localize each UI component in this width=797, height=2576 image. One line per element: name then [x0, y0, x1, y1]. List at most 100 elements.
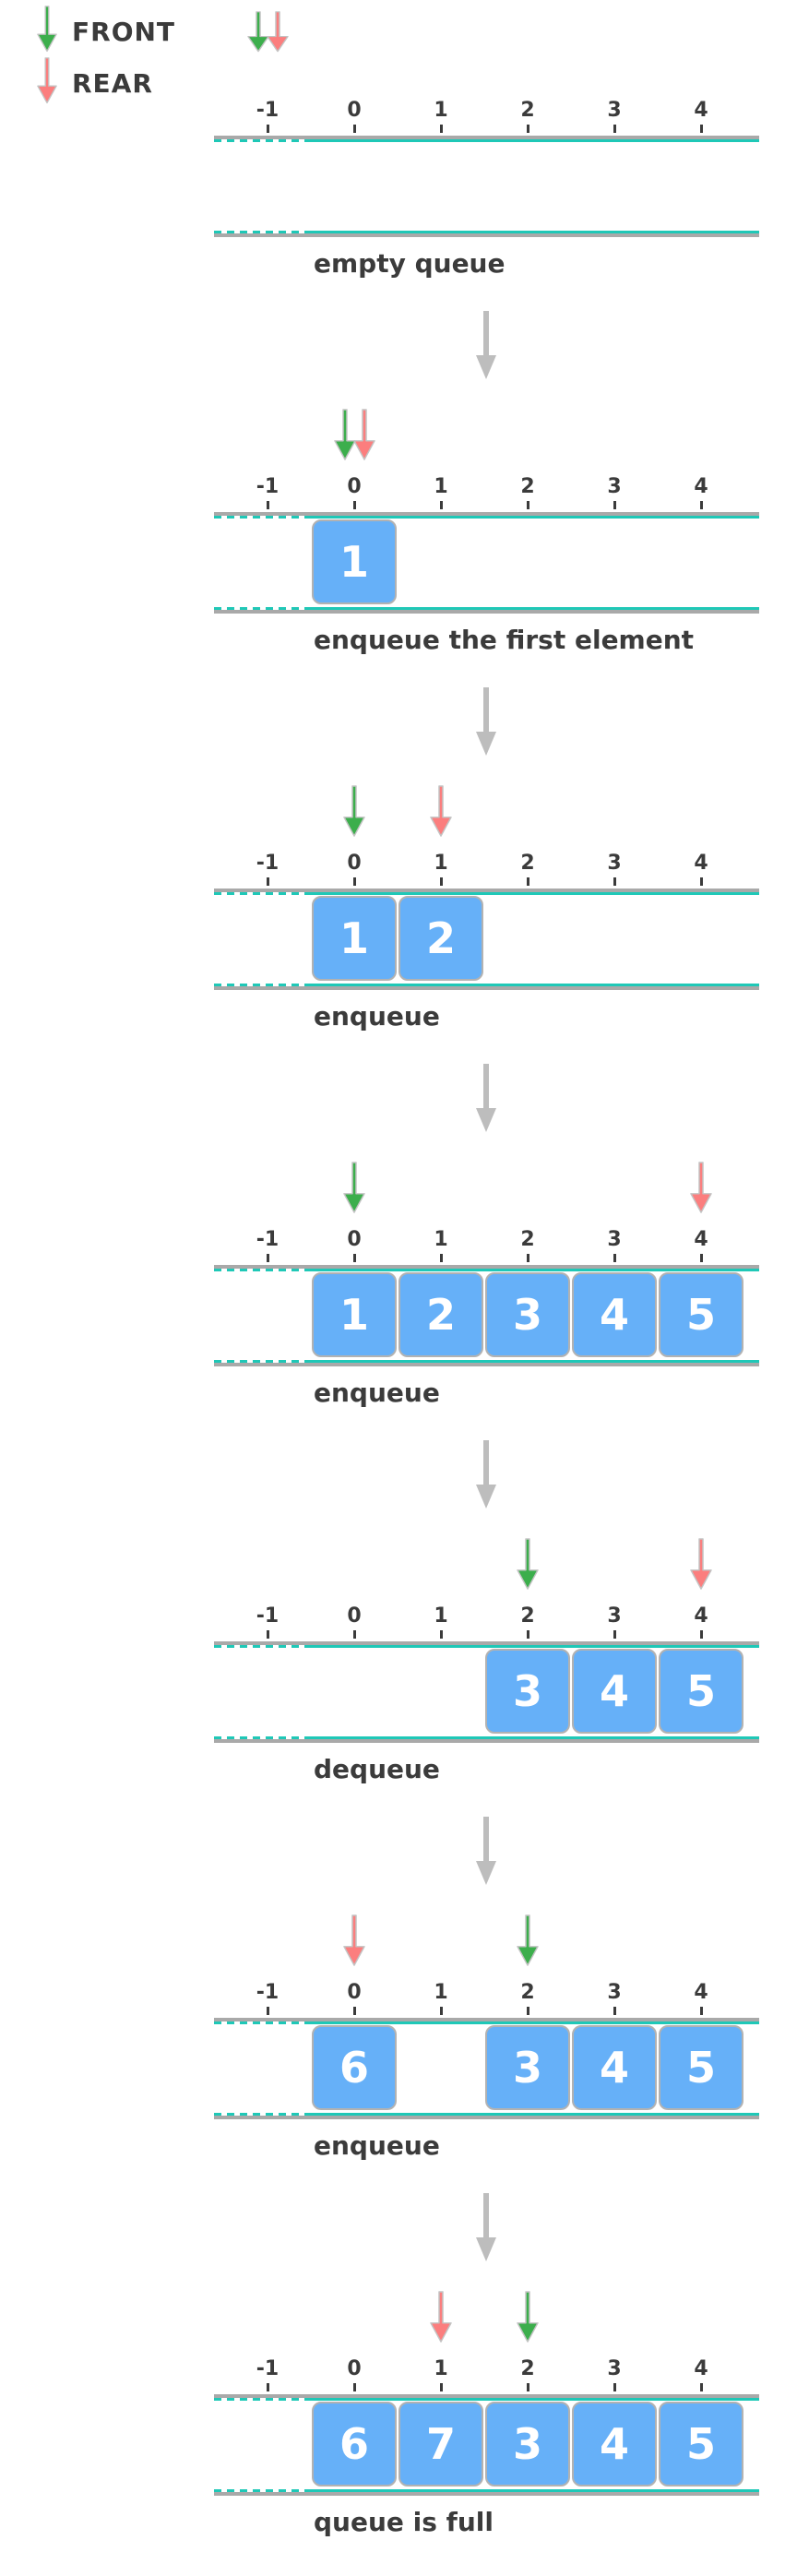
- index-label: 4: [694, 1228, 708, 1251]
- queue-cell: 5: [659, 2025, 743, 2110]
- queue-top-edge: [311, 2021, 759, 2024]
- flow-arrow-icon: [470, 2191, 502, 2263]
- index-label: 0: [347, 1604, 362, 1628]
- index-label: 0: [347, 852, 362, 875]
- legend-rear-label: REAR: [72, 67, 153, 99]
- index-label: 3: [607, 1228, 622, 1251]
- index-label: -1: [256, 2357, 280, 2380]
- index-label: 3: [607, 1981, 622, 2004]
- index-label: 4: [694, 1981, 708, 2004]
- queue-top-edge: [311, 139, 759, 142]
- index-label: 1: [434, 1604, 448, 1628]
- queue-top-edge: [311, 516, 759, 519]
- queue-cell: 1: [312, 896, 397, 981]
- cell-value: 4: [599, 2419, 629, 2469]
- index-tick: [700, 2383, 703, 2391]
- queue-bottom-edge: [311, 984, 759, 986]
- index-tick: [440, 2007, 443, 2015]
- index-label: 3: [607, 1604, 622, 1628]
- index-label: 4: [694, 2357, 708, 2380]
- stage-caption: dequeue: [314, 1754, 440, 1784]
- index-label: 2: [520, 1981, 535, 2004]
- queue-bottom-border: [214, 2116, 759, 2119]
- cell-value: 3: [512, 1290, 542, 1340]
- queue-top-edge: [311, 1645, 759, 1648]
- cell-value: 5: [685, 1666, 716, 1716]
- index-label: 2: [520, 99, 535, 122]
- index-tick: [440, 125, 443, 133]
- legend: FRONT REAR: [37, 6, 175, 109]
- index-tick: [267, 877, 269, 886]
- index-label: -1: [256, 1228, 280, 1251]
- index-tick: [267, 2383, 269, 2391]
- index-label: 2: [520, 475, 535, 498]
- index-tick: [700, 125, 703, 133]
- index-tick: [613, 1254, 616, 1262]
- queue-top-edge-dashed: [214, 2398, 311, 2401]
- index-label: 0: [347, 1228, 362, 1251]
- queue-top-border: [214, 1641, 759, 1645]
- cell-value: 1: [339, 1290, 369, 1340]
- rear-pointer-icon: [690, 1162, 712, 1215]
- index-tick: [700, 1630, 703, 1639]
- flow-arrow-icon: [470, 686, 502, 757]
- queue-bottom-edge: [311, 1736, 759, 1739]
- queue-cell: 4: [572, 1649, 657, 1734]
- index-tick: [267, 501, 269, 509]
- queue-top-edge-dashed: [214, 516, 311, 519]
- stage-caption: empty queue: [314, 248, 506, 279]
- queue-cell: 2: [398, 1272, 483, 1357]
- index-tick: [440, 1630, 443, 1639]
- cell-value: 2: [425, 1290, 456, 1340]
- stage-caption: enqueue: [314, 1377, 440, 1408]
- queue-cell: 5: [659, 1272, 743, 1357]
- queue-top-border: [214, 2394, 759, 2398]
- queue-bottom-edge-dashed: [214, 1360, 311, 1363]
- index-tick: [353, 2383, 356, 2391]
- cell-value: 4: [599, 2043, 629, 2093]
- index-label: 2: [520, 852, 535, 875]
- index-tick: [353, 2007, 356, 2015]
- queue-top-edge-dashed: [214, 2021, 311, 2024]
- rear-pointer-icon: [430, 785, 452, 839]
- index-tick: [700, 1254, 703, 1262]
- queue-bottom-edge: [311, 2489, 759, 2492]
- index-label: 2: [520, 2357, 535, 2380]
- front-pointer-icon: [247, 11, 269, 54]
- queue-cell: 7: [398, 2402, 483, 2487]
- cell-value: 6: [339, 2419, 369, 2469]
- queue-bottom-edge-dashed: [214, 2113, 311, 2116]
- queue-bottom-border: [214, 1739, 759, 1743]
- stage-caption: enqueue the first element: [314, 625, 695, 655]
- index-label: 3: [607, 2357, 622, 2380]
- queue-top-edge: [311, 1269, 759, 1271]
- front-pointer-icon: [517, 1914, 539, 1968]
- stage-caption: queue is full: [314, 2507, 494, 2537]
- writing-glyph-icon: [425, 2044, 457, 2092]
- cell-value: 7: [425, 2419, 456, 2469]
- index-tick: [267, 125, 269, 133]
- rear-pointer-icon: [267, 11, 289, 54]
- index-label: 4: [694, 475, 708, 498]
- index-label: 0: [347, 475, 362, 498]
- index-label: 0: [347, 2357, 362, 2380]
- index-tick: [613, 2383, 616, 2391]
- index-tick: [267, 1254, 269, 1262]
- front-pointer-icon: [517, 2291, 539, 2344]
- index-tick: [440, 501, 443, 509]
- index-label: -1: [256, 1981, 280, 2004]
- index-tick: [700, 2007, 703, 2015]
- flow-arrow-icon: [470, 1438, 502, 1510]
- index-tick: [613, 501, 616, 509]
- flow-arrow-icon: [470, 1815, 502, 1887]
- cell-value: 5: [685, 1290, 716, 1340]
- front-pointer-icon: [343, 785, 365, 839]
- index-tick: [440, 2383, 443, 2391]
- index-tick: [353, 1630, 356, 1639]
- index-tick: [353, 501, 356, 509]
- queue-cell: 4: [572, 1272, 657, 1357]
- index-label: 0: [347, 1981, 362, 2004]
- queue-top-edge: [311, 2398, 759, 2401]
- index-tick: [527, 1630, 529, 1639]
